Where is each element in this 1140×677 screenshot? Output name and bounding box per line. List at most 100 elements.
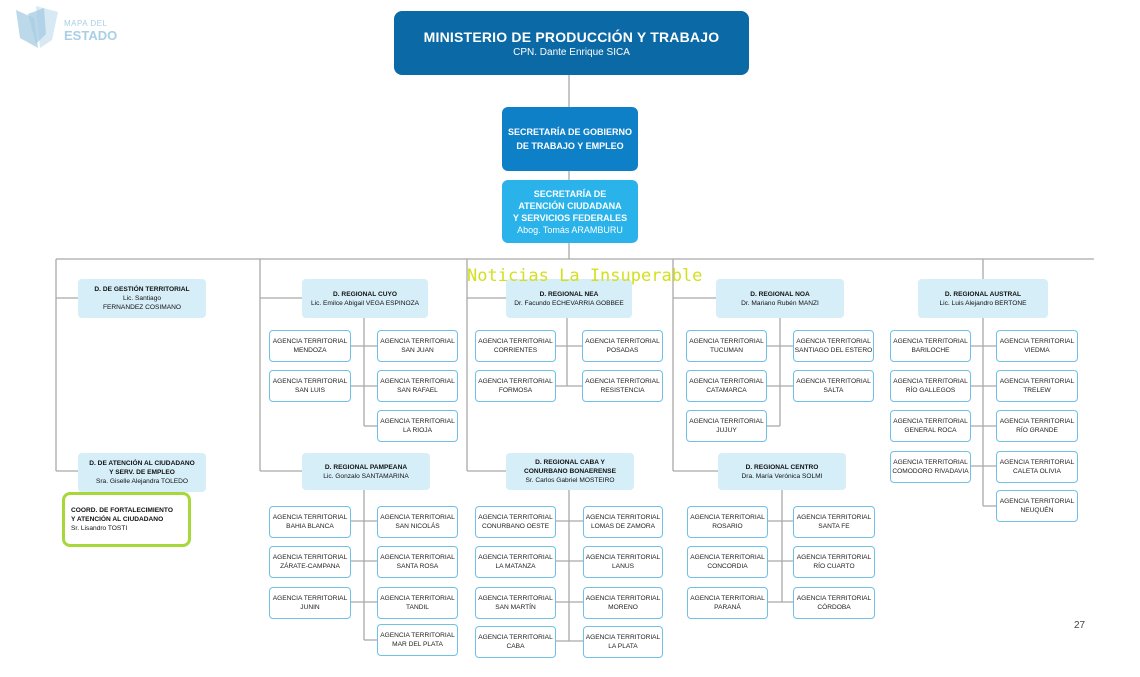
agencia-label: AGENCIA TERRITORIAL xyxy=(380,513,455,521)
direccion-gestion-territorial: D. DE GESTIÓN TERRITORIAL Lic. Santiago … xyxy=(78,279,206,318)
regional-austral: D. REGIONAL AUSTRAL Lic. Luis Alejandro … xyxy=(918,279,1048,318)
regional-caba-head: Sr. Carlos Gabriel MOSTEIRO xyxy=(525,477,615,484)
agencia-label: AGENCIA TERRITORIAL xyxy=(689,417,764,425)
agencia-city: SANTIAGO DEL ESTERO xyxy=(794,347,873,354)
regional-cuyo: D. REGIONAL CUYO Lic. Emilce Abigail VEG… xyxy=(302,279,428,318)
coordinacion-fortalecimiento: COORD. DE FORTALECIMIENTO Y ATENCIÓN AL … xyxy=(62,492,191,547)
mapa-del-estado-logo: MAPA DEL ESTADO xyxy=(14,4,124,52)
regional-cuyo-head: Lic. Emilce Abigail VEGA ESPINOZA xyxy=(310,299,420,307)
agencia-label: AGENCIA TERRITORIAL xyxy=(380,417,455,425)
agencia-city: SALTA xyxy=(823,387,844,394)
agencia-city: CONCORDIA xyxy=(707,563,748,570)
agencia-label: AGENCIA TERRITORIAL xyxy=(796,594,872,602)
agencia-label: AGENCIA TERRITORIAL xyxy=(999,458,1075,466)
agencia-label: AGENCIA TERRITORIAL xyxy=(585,553,661,561)
agencia-city: POSADAS xyxy=(606,347,639,354)
regional-caba: D. REGIONAL CABA Y CONURBANO BONAERENSE … xyxy=(506,453,634,490)
agencia-box: AGENCIA TERRITORIAL JUJUY xyxy=(686,410,767,442)
coordinacion-title-1: COORD. DE FORTALECIMIENTO xyxy=(71,507,173,514)
coordinacion-head: Sr. Lisandro TOSTI xyxy=(71,525,128,532)
agencia-label: AGENCIA TERRITORIAL xyxy=(272,337,348,345)
agencia-label: AGENCIA TERRITORIAL xyxy=(999,337,1075,345)
agencia-label: AGENCIA TERRITORIAL xyxy=(478,594,553,602)
agencia-label: AGENCIA TERRITORIAL xyxy=(478,377,553,385)
agencia-city: SAN LUIS xyxy=(294,387,326,394)
regional-centro: D. REGIONAL CENTRO Dra. María Verónica S… xyxy=(718,453,846,490)
agencia-city: MENDOZA xyxy=(293,347,327,354)
agencia-city: JUNIN xyxy=(300,604,320,611)
agencia-city: CALETA OLIVIA xyxy=(1013,468,1061,475)
agencia-city: ROSARIO xyxy=(712,523,743,530)
agencia-label: AGENCIA TERRITORIAL xyxy=(585,633,661,641)
agencia-label: AGENCIA TERRITORIAL xyxy=(690,594,765,602)
secretaria-atencion-box: SECRETARÍA DE ATENCIÓN CIUDADANA Y SERVI… xyxy=(502,180,638,243)
agencia-city: JUJUY xyxy=(716,427,737,434)
gestion-head-2: FERNANDEZ COSIMANO xyxy=(102,304,182,311)
regional-nea: D. REGIONAL NEA Dr. Facundo ECHEVARRIA G… xyxy=(506,279,632,318)
agencia-label: AGENCIA TERRITORIAL xyxy=(893,337,968,345)
agencia-city: GENERAL ROCA xyxy=(904,427,957,434)
agencia-city: TANDIL xyxy=(406,604,429,611)
coordinacion-title-2: Y ATENCIÓN AL CIUDADANO xyxy=(71,516,164,523)
logo-line-2: ESTADO xyxy=(64,28,118,43)
agencia-box: AGENCIA TERRITORIAL PARANÁ xyxy=(687,587,768,619)
agencia-city: PARANÁ xyxy=(714,604,741,611)
regional-centro-head: Dra. María Verónica SOLMI xyxy=(741,472,823,480)
regional-austral-title: D. REGIONAL AUSTRAL xyxy=(944,290,1022,298)
agencia-city: SAN MARTÍN xyxy=(495,604,536,611)
agencia-city: CORRIENTES xyxy=(493,347,538,354)
regional-caba-title-2: CONURBANO BONAERENSE xyxy=(524,468,616,475)
agencia-city: CONURBANO OESTE xyxy=(481,523,550,530)
agencia-label: AGENCIA TERRITORIAL xyxy=(585,377,660,385)
secretaria-atencion-head: Abog. Tomás ARAMBURU xyxy=(517,224,623,235)
gestion-title: D. DE GESTIÓN TERRITORIAL xyxy=(94,286,190,293)
agencia-label: AGENCIA TERRITORIAL xyxy=(380,631,455,639)
agencia-label: AGENCIA TERRITORIAL xyxy=(380,337,455,345)
agencia-city: MAR DEL PLATA xyxy=(392,641,443,648)
agencia-city: RÍO CUARTO xyxy=(813,563,855,570)
secretaria-gobierno-line-1: SECRETARÍA DE GOBIERNO xyxy=(507,127,632,137)
agencia-city: LOMAS DE ZAMORA xyxy=(590,523,656,530)
secretaria-gobierno-line-2: DE TRABAJO Y EMPLEO xyxy=(516,141,624,151)
atencion-head: Sra. Giselle Alejandra TOLEDO xyxy=(95,478,189,485)
agencia-city: CÓRDOBA xyxy=(817,604,851,611)
ministerio-head: CPN. Dante Enrique SICA xyxy=(513,46,630,58)
agencia-label: AGENCIA TERRITORIAL xyxy=(478,513,553,521)
agencia-city: RÍO GALLEGOS xyxy=(905,387,956,394)
atencion-title-1: D. DE ATENCIÓN AL CIUDADANO xyxy=(89,460,195,467)
agencia-city: SAN RAFAEL xyxy=(397,387,438,394)
agencia-city: VIEDMA xyxy=(1024,347,1050,354)
regional-pampeana-head: Lic. Gonzalo SANTAMARINA xyxy=(323,472,409,480)
secretaria-atencion-line-2: ATENCIÓN CIUDADANA xyxy=(518,200,622,211)
agencia-box: AGENCIA TERRITORIAL VIEDMA xyxy=(996,330,1078,362)
page-number: 27 xyxy=(1074,620,1086,631)
agencia-label: AGENCIA TERRITORIAL xyxy=(690,513,765,521)
regional-pampeana: D. REGIONAL PAMPEANA Lic. Gonzalo SANTAM… xyxy=(302,453,430,490)
agencia-box: AGENCIA TERRITORIAL MENDOZA xyxy=(269,330,351,362)
agencia-label: AGENCIA TERRITORIAL xyxy=(478,553,553,561)
agencia-label: AGENCIA TERRITORIAL xyxy=(796,513,872,521)
agencia-label: AGENCIA TERRITORIAL xyxy=(380,377,455,385)
secretaria-atencion-line-1: SECRETARÍA DE xyxy=(533,188,607,199)
agencia-label: AGENCIA TERRITORIAL xyxy=(585,337,660,345)
agencia-label: AGENCIA TERRITORIAL xyxy=(796,377,871,385)
regional-pampeana-title: D. REGIONAL PAMPEANA xyxy=(324,463,408,471)
watermark-text: Noticias La Insuperable xyxy=(467,266,703,286)
agencia-city: CATAMARCA xyxy=(706,387,747,394)
